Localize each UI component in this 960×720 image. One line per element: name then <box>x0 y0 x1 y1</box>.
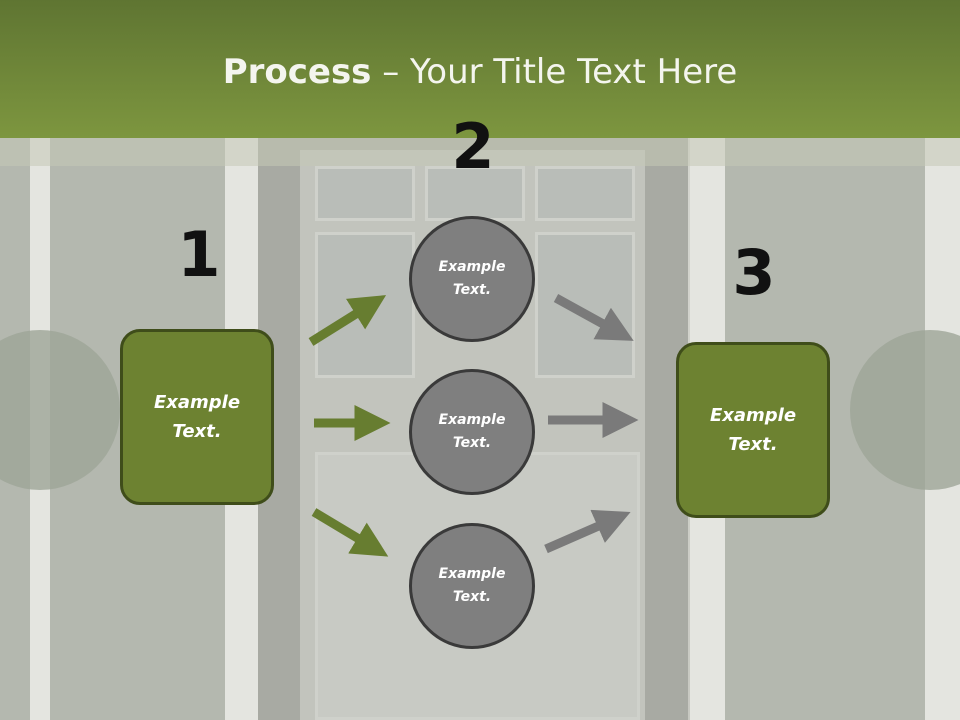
step-1-label: Example Text. <box>153 392 241 442</box>
step-2-circle-top: Example Text. <box>409 216 535 342</box>
title-rest: – Your Title Text Here <box>371 52 738 92</box>
step-3-label: Example Text. <box>709 405 797 455</box>
step-2-number: 2 <box>451 110 495 183</box>
step-2-circle-bottom: Example Text. <box>409 523 535 649</box>
slide-title: Process – Your Title Text Here <box>0 52 960 92</box>
step-2-label-middle: Example Text. <box>438 412 506 451</box>
step-2-label-bottom: Example Text. <box>438 566 506 605</box>
arrow-2c-to-3 <box>544 509 631 554</box>
step-1-number: 1 <box>177 218 221 291</box>
title-bar-band <box>0 138 960 166</box>
step-2-circle-middle: Example Text. <box>409 369 535 495</box>
arrow-1-to-2a <box>308 295 387 346</box>
arrow-1-to-2c <box>311 508 389 557</box>
title-bar <box>0 0 960 138</box>
step-2-label-top: Example Text. <box>438 259 506 298</box>
step-3-box: Example Text. <box>676 342 830 518</box>
arrow-2a-to-3 <box>553 294 634 341</box>
title-bold: Process <box>222 52 372 92</box>
step-1-box: Example Text. <box>120 329 274 505</box>
step-3-number: 3 <box>732 236 776 309</box>
